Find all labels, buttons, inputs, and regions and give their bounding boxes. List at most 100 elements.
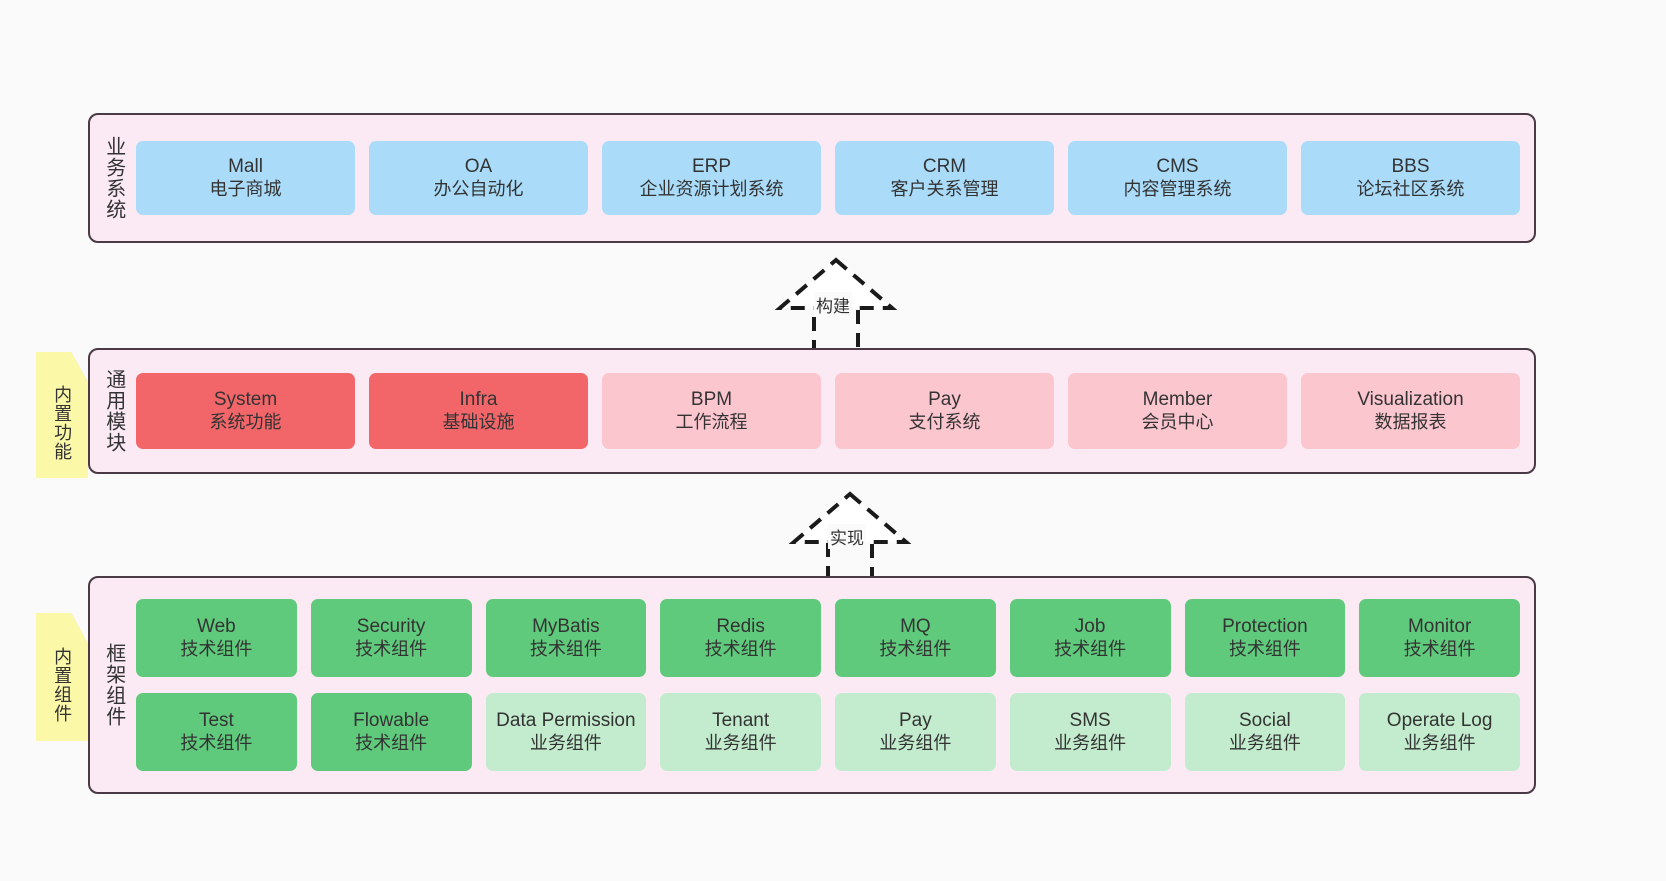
note-label: 内置功能 <box>52 385 73 461</box>
card-oa[interactable]: OA 办公自动化 <box>369 141 588 215</box>
card-social[interactable]: Social 业务组件 <box>1184 693 1346 771</box>
card-redis[interactable]: Redis 技术组件 <box>660 599 821 677</box>
layer-common-module: 通用模块 System 系统功能 Infra 基础设施 BPM 工作流程 Pay… <box>88 348 1536 474</box>
connector-label-implement: 实现 <box>828 524 866 549</box>
card-visualization[interactable]: Visualization 数据报表 <box>1301 373 1520 449</box>
note-builtin-feature: 内置功能 <box>36 352 88 478</box>
card-title-cn: 系统功能 <box>209 412 282 433</box>
card-title-cn: 客户关系管理 <box>890 179 999 200</box>
card-title-cn: 业务组件 <box>879 733 952 754</box>
card-title-en: SMS <box>1069 710 1111 732</box>
card-title-en: Monitor <box>1407 616 1472 638</box>
card-infra[interactable]: Infra 基础设施 <box>369 373 588 449</box>
card-title-en: Security <box>356 616 426 638</box>
card-mall[interactable]: Mall 电子商城 <box>136 141 355 215</box>
card-title-en: Flowable <box>353 710 430 732</box>
card-bbs[interactable]: BBS 论坛社区系统 <box>1301 141 1520 215</box>
card-title-en: Infra <box>459 389 498 411</box>
layer-framework-cards: Web 技术组件 Security 技术组件 MyBatis 技术组件 Redi… <box>136 578 1534 792</box>
card-title-en: Social <box>1239 710 1291 732</box>
card-title-cn: 内容管理系统 <box>1123 179 1232 200</box>
card-title-cn: 技术组件 <box>180 733 253 754</box>
card-title-en: CMS <box>1156 156 1199 178</box>
card-title-en: Pay <box>899 710 932 732</box>
card-title-en: ERP <box>691 156 732 178</box>
card-row: System 系统功能 Infra 基础设施 BPM 工作流程 Pay 支付系统… <box>136 373 1520 449</box>
card-title-en: Operate Log <box>1386 710 1493 732</box>
card-protection[interactable]: Protection 技术组件 <box>1184 599 1346 677</box>
card-mybatis[interactable]: MyBatis 技术组件 <box>485 599 647 677</box>
card-title-cn: 论坛社区系统 <box>1356 179 1465 200</box>
card-title-en: Member <box>1142 389 1213 411</box>
connector-label-build: 构建 <box>814 292 852 317</box>
card-cms[interactable]: CMS 内容管理系统 <box>1068 141 1287 215</box>
note-builtin-component: 内置组件 <box>36 613 88 741</box>
arrow-head-triangle <box>774 257 898 310</box>
card-title-cn: 技术组件 <box>180 639 253 660</box>
layer-business-system: 业务系统 Mall 电子商城 OA 办公自动化 ERP 企业资源计划系统 CRM… <box>88 113 1536 243</box>
card-title-cn: 业务组件 <box>704 733 777 754</box>
card-title-en: Visualization <box>1357 389 1464 411</box>
card-system[interactable]: System 系统功能 <box>136 373 355 449</box>
card-title-cn: 技术组件 <box>355 733 428 754</box>
card-title-cn: 技术组件 <box>355 639 428 660</box>
card-title-en: Pay <box>928 389 961 411</box>
card-title-en: Data Permission <box>496 710 636 732</box>
card-title-en: System <box>213 389 278 411</box>
card-title-en: OA <box>464 156 493 178</box>
card-title-cn: 技术组件 <box>1054 639 1127 660</box>
card-title-en: MyBatis <box>532 616 600 638</box>
dashed-generalization-arrow-icon <box>788 491 912 588</box>
note-label: 内置组件 <box>52 647 73 723</box>
card-pay-module[interactable]: Pay 支付系统 <box>835 373 1054 449</box>
card-sms[interactable]: SMS 业务组件 <box>1009 693 1171 771</box>
card-pay-component[interactable]: Pay 业务组件 <box>835 693 996 771</box>
card-member[interactable]: Member 会员中心 <box>1068 373 1287 449</box>
card-title-en: Web <box>197 616 236 638</box>
dashed-generalization-arrow-icon <box>774 257 898 358</box>
card-title-cn: 业务组件 <box>1228 733 1301 754</box>
card-title-cn: 办公自动化 <box>433 179 524 200</box>
card-title-cn: 数据报表 <box>1374 412 1447 433</box>
card-title-cn: 会员中心 <box>1141 412 1214 433</box>
card-erp[interactable]: ERP 企业资源计划系统 <box>602 141 821 215</box>
card-title-en: Job <box>1074 616 1106 638</box>
card-bpm[interactable]: BPM 工作流程 <box>602 373 821 449</box>
card-title-en: MQ <box>900 616 931 638</box>
card-title-en: Tenant <box>712 710 770 732</box>
card-title-en: Test <box>198 710 234 732</box>
layer-business-cards: Mall 电子商城 OA 办公自动化 ERP 企业资源计划系统 CRM 客户关系… <box>136 115 1534 241</box>
card-job[interactable]: Job 技术组件 <box>1009 599 1171 677</box>
card-title-cn: 支付系统 <box>908 412 981 433</box>
card-flowable[interactable]: Flowable 技术组件 <box>310 693 472 771</box>
card-title-en: BBS <box>1391 156 1430 178</box>
connector-build: 构建 <box>756 256 916 358</box>
layer-title-common: 通用模块 <box>102 369 125 453</box>
card-mq[interactable]: MQ 技术组件 <box>835 599 996 677</box>
card-tenant[interactable]: Tenant 业务组件 <box>660 693 821 771</box>
layer-title-framework: 框架组件 <box>102 643 125 727</box>
card-test[interactable]: Test 技术组件 <box>136 693 297 771</box>
card-crm[interactable]: CRM 客户关系管理 <box>835 141 1054 215</box>
card-title-en: Mall <box>228 156 263 178</box>
card-web[interactable]: Web 技术组件 <box>136 599 297 677</box>
card-title-cn: 企业资源计划系统 <box>639 179 784 200</box>
card-data-permission[interactable]: Data Permission 业务组件 <box>485 693 647 771</box>
card-title-cn: 业务组件 <box>529 733 602 754</box>
layer-common-cards: System 系统功能 Infra 基础设施 BPM 工作流程 Pay 支付系统… <box>136 350 1534 472</box>
card-title-cn: 业务组件 <box>1054 733 1127 754</box>
card-row: Mall 电子商城 OA 办公自动化 ERP 企业资源计划系统 CRM 客户关系… <box>136 141 1520 215</box>
card-operate-log[interactable]: Operate Log 业务组件 <box>1359 693 1520 771</box>
arrow-head-triangle <box>788 491 912 544</box>
card-security[interactable]: Security 技术组件 <box>310 599 472 677</box>
card-title-cn: 业务组件 <box>1403 733 1476 754</box>
card-title-cn: 技术组件 <box>879 639 952 660</box>
note-fold-icon <box>71 352 88 383</box>
card-title-cn: 电子商城 <box>209 179 282 200</box>
card-title-cn: 工作流程 <box>675 412 748 433</box>
card-title-en: BPM <box>690 389 733 411</box>
card-title-en: Redis <box>716 616 765 638</box>
card-title-cn: 技术组件 <box>704 639 777 660</box>
card-monitor[interactable]: Monitor 技术组件 <box>1359 599 1520 677</box>
